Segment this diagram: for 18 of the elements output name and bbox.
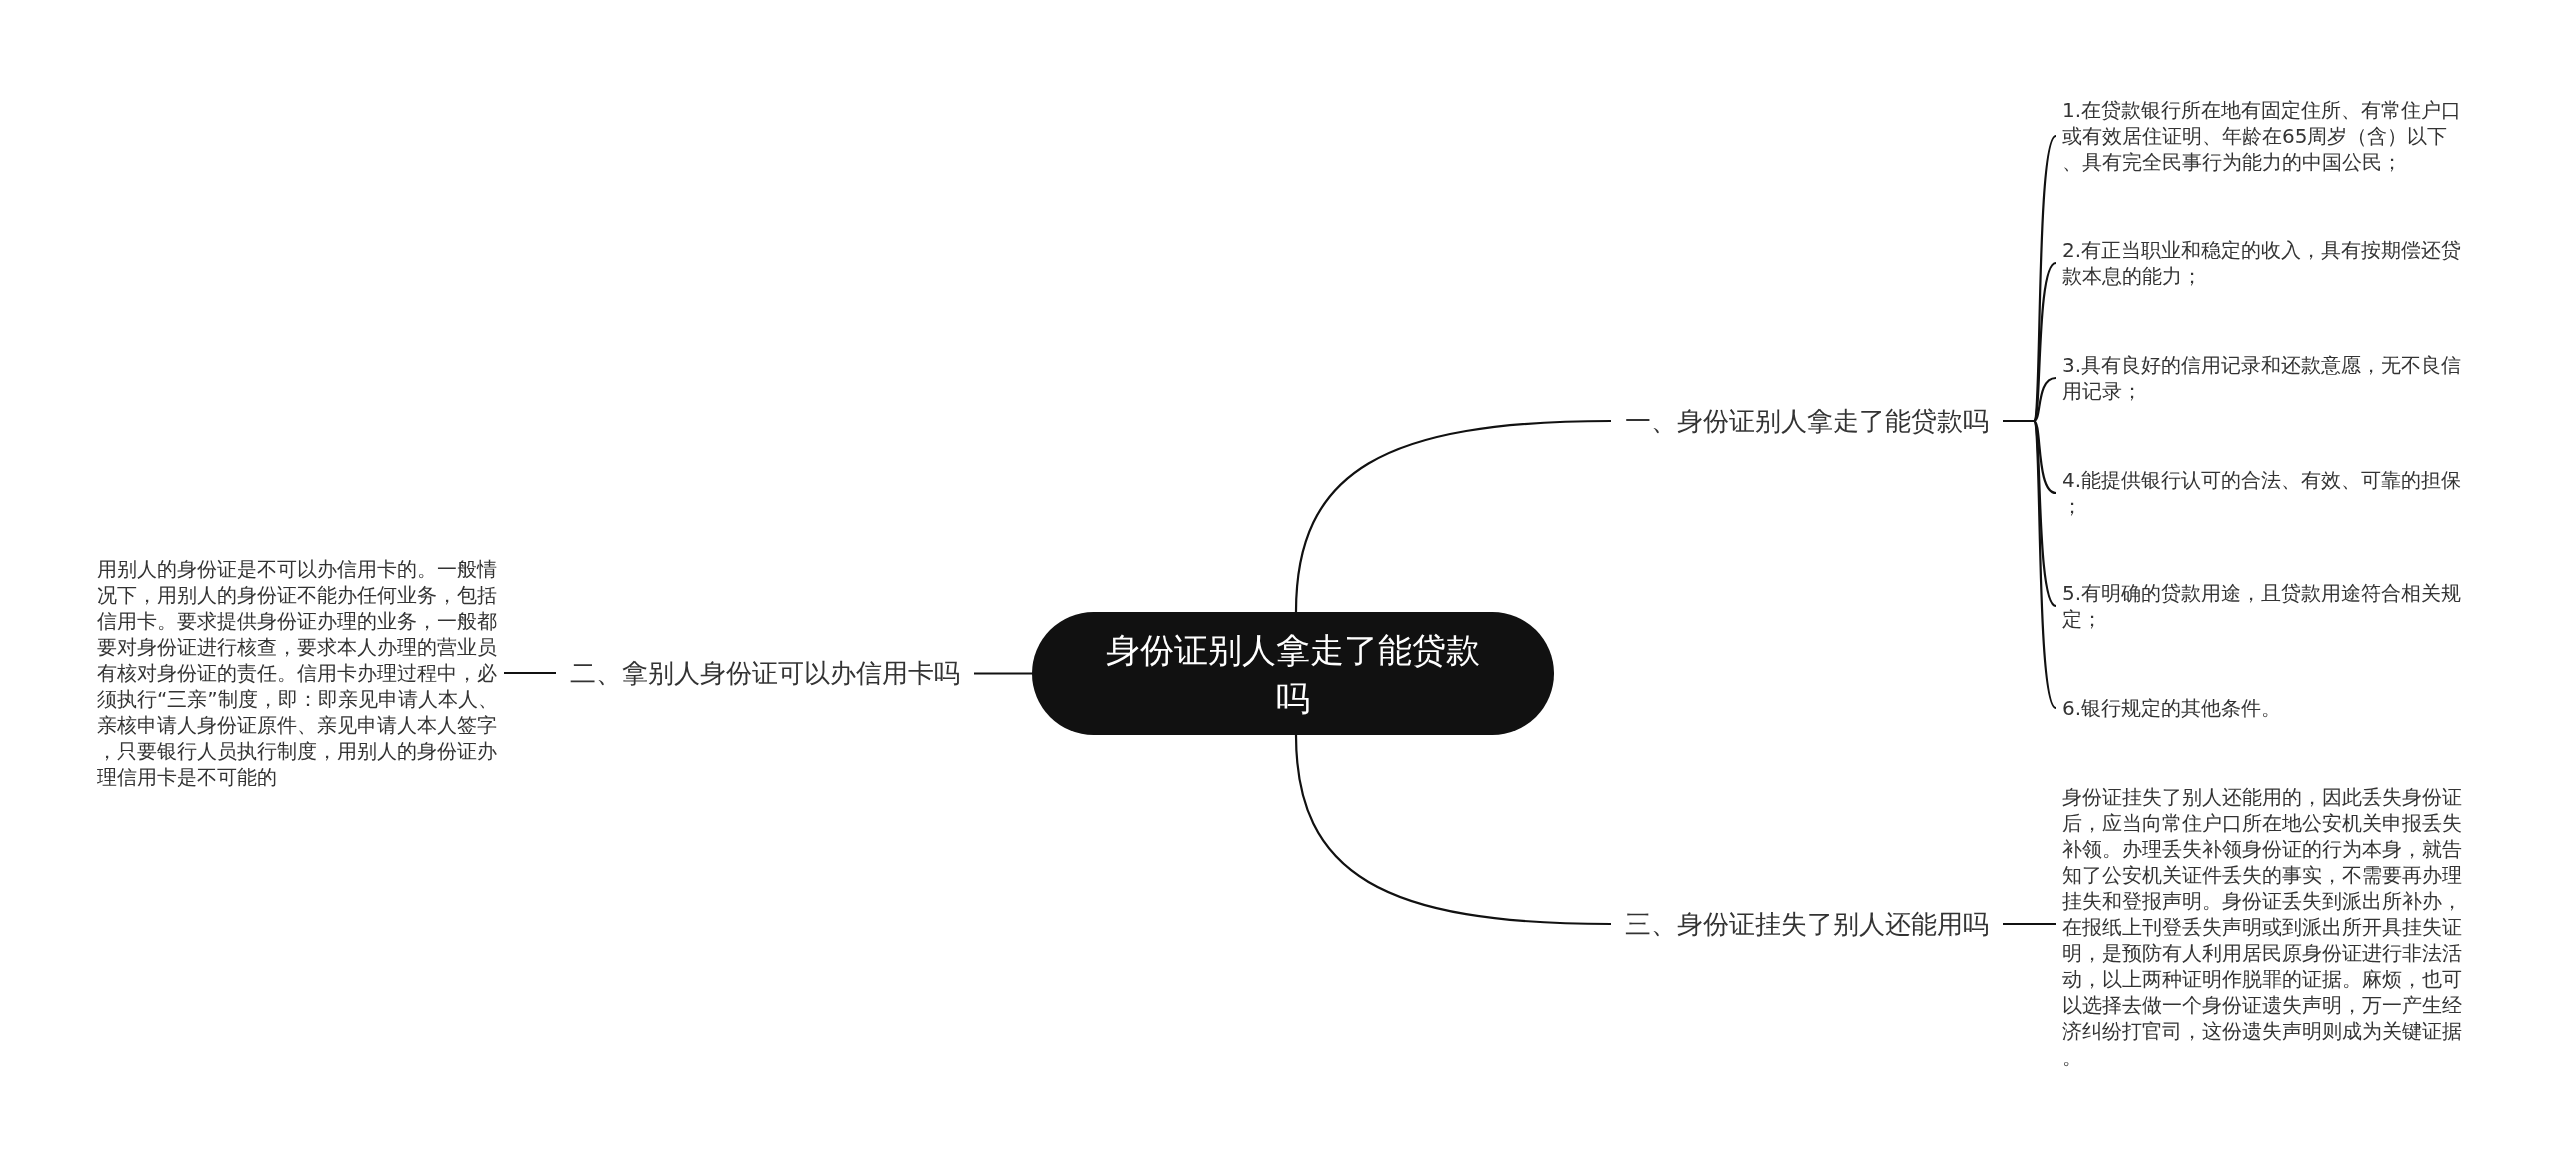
detail-text: 4.能提供银行认可的合法、有效、可靠的担保； [2056,467,2469,519]
detail-text: 2.有正当职业和稳定的收入，具有按期偿还贷款本息的能力； [2056,237,2469,289]
connector-line [1294,419,1612,613]
connector-line [974,672,1032,675]
subtopic-label: 二、拿别人身份证可以办信用卡吗 [556,656,974,690]
connector-line [1294,734,1612,926]
detail-text: 3.具有良好的信用记录和还款意愿，无不良信用记录； [2056,352,2469,404]
detail-text: 身份证挂失了别人还能用的，因此丢失身份证后，应当向常住户口所在地公安机关申报丢失补领。办理丢失补领身份证的行为本身，就告知了公安机关证件丢失的事实，不需要再办理挂失和登报声明。身份证丢失到派出所补办，在报纸上刊登丢失声明或到派出所开具挂失证明，是预防有人利用居民原身份证进行非法活动，以上两种证明作脱罪的证据。麻烦，也可以选择去做一个身份证遗失声明，万一产生经济纠纷打官司，这份遗失声明则成为关键证据。 [2056,784,2469,1070]
detail-text: 用别人的身份证是不可以办信用卡的。一般情况下，用别人的身份证不能办任何业务，包括信用卡。要求提供身份证办理的业务，一般都要对身份证进行核查，要求本人办理的营业员有核对身份证的责任。信用卡办理过程中，必须执行“三亲”制度，即：即亲见申请人本人、亲核申请人身份证原件、亲见申请人本人签字，只要银行人员执行制度，用别人的身份证办理信用卡是不可能的 [91,556,504,790]
subtopic-label: 三、身份证挂失了别人还能用吗 [1611,907,2003,941]
connector-line [504,671,556,675]
detail-text: 6.银行规定的其他条件。 [2056,695,2469,721]
connector-line [2003,922,2056,926]
detail-text: 1.在贷款银行所在地有固定住所、有常住户口或有效居住证明、年龄在65周岁（含）以下、具有完全民事行为能力的中国公民； [2056,97,2469,175]
subtopic-label: 一、身份证别人拿走了能贷款吗 [1611,404,2003,438]
detail-text: 5.有明确的贷款用途，且贷款用途符合相关规定； [2056,580,2469,632]
connector-line [2003,419,2057,709]
central-topic: 身份证别人拿走了能贷款吗 [1032,612,1554,735]
